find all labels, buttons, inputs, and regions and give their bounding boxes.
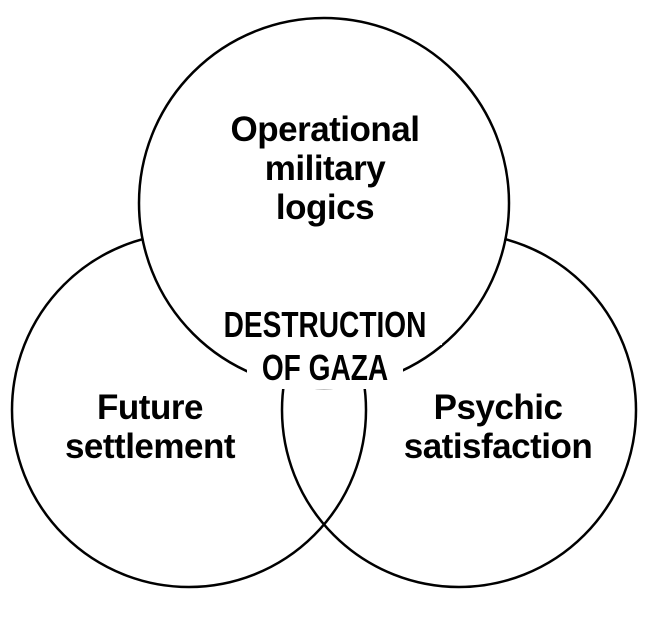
circle-psychic-satisfaction [280, 231, 638, 589]
label-line: settlement [64, 427, 236, 467]
circle-future-settlement [10, 231, 368, 589]
label-line: logics [275, 188, 375, 228]
label-future-settlement: Future settlement [30, 388, 270, 466]
label-psychic-satisfaction: Psychic satisfaction [378, 388, 618, 466]
center-label-line2: OF GAZA [247, 348, 403, 389]
label-line: Future [97, 388, 203, 427]
label-line: satisfaction [403, 427, 593, 467]
label-line: military [264, 149, 386, 189]
center-label-line1: DESTRUCTION [208, 305, 442, 345]
label-operational-military-logics: Operational military logics [170, 110, 480, 228]
label-line: Psychic [433, 388, 563, 427]
label-line: Operational [230, 110, 420, 149]
